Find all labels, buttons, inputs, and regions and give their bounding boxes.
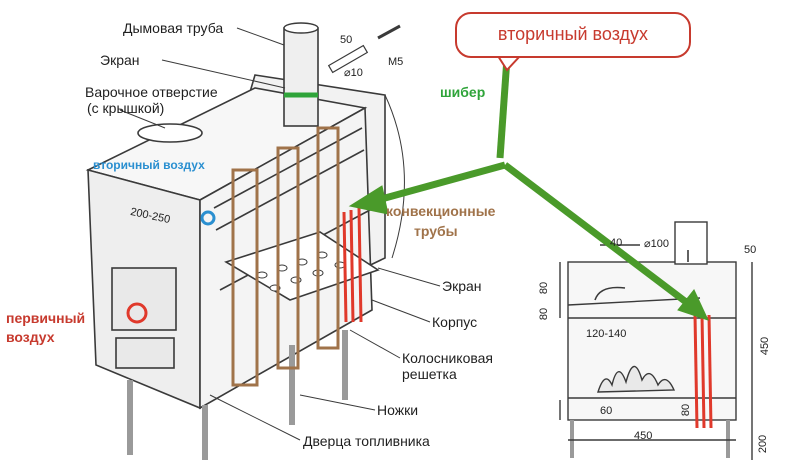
leader-lines xyxy=(119,27,441,441)
label-primary-air-2: воздух xyxy=(6,329,55,345)
label-firebox-door: Дверца топливника xyxy=(303,433,430,449)
label-body: Корпус xyxy=(432,314,478,330)
dim-offset-50: 50 xyxy=(744,244,757,256)
dim-bolt-length: 50 xyxy=(340,34,353,46)
dim-side-80-mid: 80 xyxy=(538,307,551,321)
label-cooking-hole-1: Варочное отверстие xyxy=(85,84,218,100)
secondary-air-marker xyxy=(200,210,216,226)
dim-height-450: 450 xyxy=(759,336,772,356)
dim-pipe-diameter: ⌀100 xyxy=(644,238,669,250)
section-chimney xyxy=(674,221,708,265)
label-convection-2: трубы xyxy=(414,223,458,239)
cooking-hole xyxy=(137,123,203,143)
label-primary-air-1: первичный xyxy=(6,310,86,326)
dim-side-80-top: 80 xyxy=(538,281,551,295)
label-secondary-air: вторичный воздух xyxy=(93,158,205,172)
label-screen-right: Экран xyxy=(442,278,482,294)
dim-range-120-140: 120-140 xyxy=(586,328,627,340)
dim-width-450: 450 xyxy=(634,430,653,442)
ash-door xyxy=(115,337,175,369)
label-convection-1: конвекционные xyxy=(386,203,496,219)
dim-leg-200: 200 xyxy=(757,434,770,454)
label-cooking-hole-2: (с крышкой) xyxy=(87,100,165,116)
frames xyxy=(231,126,340,387)
grate xyxy=(224,231,380,301)
callout-text: вторичный воздух xyxy=(497,24,649,44)
label-legs: Ножки xyxy=(377,402,419,418)
convection-pipes-main xyxy=(342,207,363,323)
label-grate-2: решетка xyxy=(402,366,457,382)
primary-air-marker xyxy=(126,302,148,324)
convection-pipes-section xyxy=(693,314,713,429)
label-chimney-pipe: Дымовая труба xyxy=(123,20,224,36)
callout-tail xyxy=(496,55,523,72)
label-screen-top: Экран xyxy=(100,52,140,68)
label-damper: шибер xyxy=(440,84,486,100)
dim-bolt-thread: M5 xyxy=(388,56,404,68)
dim-ash-60: 60 xyxy=(600,405,613,417)
dim-gap-40: 40 xyxy=(610,237,623,249)
green-arrows xyxy=(348,57,709,321)
label-grate-1: Колосниковая xyxy=(402,350,494,366)
dim-bolt-diameter: ⌀10 xyxy=(344,67,363,79)
secondary-air-callout: вторичный воздух xyxy=(455,12,691,58)
dim-bottom-80: 80 xyxy=(680,403,693,417)
bolt-sketch xyxy=(327,24,401,74)
cross-section xyxy=(559,221,753,460)
chimney-pipe xyxy=(283,27,319,127)
